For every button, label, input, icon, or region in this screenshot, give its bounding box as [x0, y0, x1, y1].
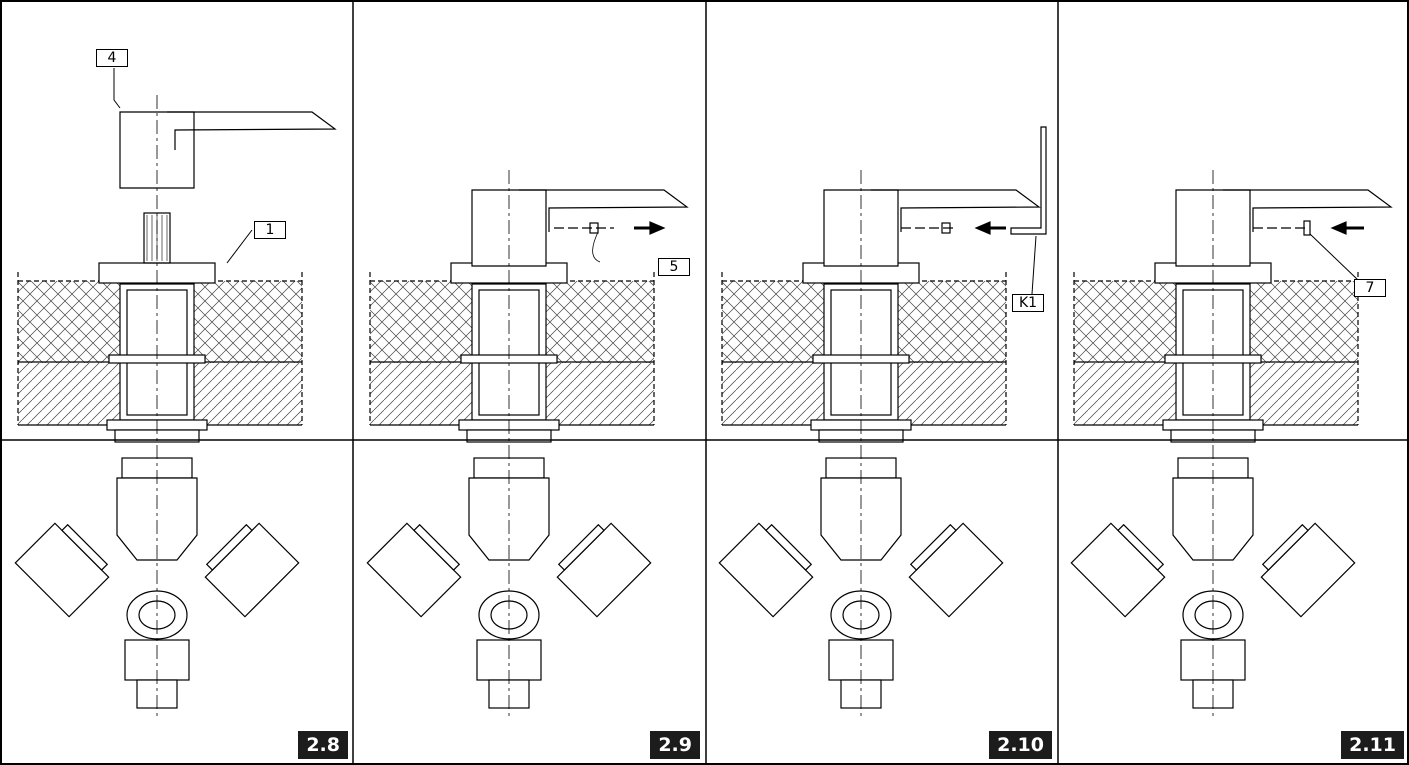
- grub-screw: [941, 222, 951, 234]
- leader-line: [1031, 235, 1037, 295]
- manifold-body: [1172, 477, 1254, 561]
- callout-label-5: 5: [658, 258, 690, 276]
- panel-fig-2-10: K1 2.10: [706, 0, 1058, 765]
- faucet-drawing: [366, 170, 689, 720]
- manifold-body: [820, 477, 902, 561]
- leader-line: [1309, 233, 1359, 281]
- faucet-drawing: [718, 126, 1047, 720]
- grub-screw: [589, 222, 599, 234]
- panel-fig-2-8: 4 1 2.8: [2, 0, 354, 765]
- allen-key: [1010, 126, 1047, 235]
- panel-fig-2-11: 7 2.11: [1058, 0, 1409, 765]
- leader-line: [226, 229, 253, 264]
- faucet-drawing: [14, 68, 337, 720]
- figure-number-badge: 2.9: [650, 731, 700, 759]
- panel-fig-2-9: 5 2.9: [354, 0, 706, 765]
- callout-label-4: 4: [96, 49, 128, 67]
- figure-number-badge: 2.8: [298, 731, 348, 759]
- manifold-body: [116, 477, 198, 561]
- faucet-drawing: [1070, 170, 1393, 720]
- manifold-body: [468, 477, 550, 561]
- callout-label-1: 1: [254, 221, 286, 239]
- callout-label-7: 7: [1354, 279, 1386, 297]
- figure-number-badge: 2.10: [989, 731, 1052, 759]
- callout-label-k1: K1: [1012, 294, 1044, 312]
- rotation-arrow: [592, 231, 601, 263]
- figure-number-badge: 2.11: [1341, 731, 1404, 759]
- cap-plug: [1303, 220, 1311, 236]
- leader-line: [113, 68, 121, 109]
